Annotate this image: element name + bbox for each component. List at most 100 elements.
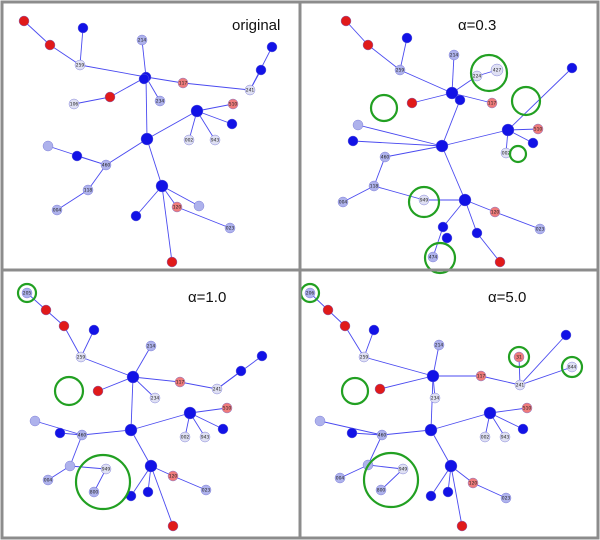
graph-node <box>475 370 487 382</box>
graph-edge <box>97 376 134 392</box>
graph-node <box>442 486 454 498</box>
graph-node <box>174 376 186 388</box>
graph-edge <box>373 185 425 201</box>
highlight-ring <box>510 85 542 117</box>
graph-edge <box>81 429 132 436</box>
graph-node <box>340 15 352 27</box>
graph-node <box>209 134 221 146</box>
graph-edge <box>399 37 408 71</box>
graph-edge <box>451 54 455 94</box>
node-label: 510 <box>223 406 232 412</box>
graph-node <box>171 201 183 213</box>
graph-node <box>126 370 140 384</box>
graph-node <box>77 22 89 34</box>
graph-node <box>374 383 386 395</box>
graph-node <box>435 139 449 153</box>
graph-edge <box>161 185 173 263</box>
graph-edge <box>519 334 567 386</box>
node-label: 118 <box>84 188 93 194</box>
graph-edge <box>146 138 163 187</box>
graph-node <box>224 222 236 234</box>
graph-node <box>42 140 54 152</box>
graph-node <box>211 383 223 395</box>
graph-node <box>177 77 189 89</box>
node-label: 023 <box>502 496 511 502</box>
highlight-ring <box>340 376 370 406</box>
graph-edge <box>182 82 251 91</box>
graph-node <box>167 470 179 482</box>
graph-node <box>500 492 512 504</box>
graph-node <box>441 232 453 244</box>
node-label: 002 <box>502 151 511 157</box>
graph-node <box>193 200 205 212</box>
graph-node <box>397 463 409 475</box>
graph-edge <box>441 99 461 147</box>
node-label: 949 <box>420 198 429 204</box>
graph-edge <box>363 356 434 377</box>
graph-edge <box>441 145 466 201</box>
graph-node <box>199 431 211 443</box>
graph-edge <box>69 465 107 470</box>
graph-node <box>166 256 178 268</box>
graph-edge <box>494 211 541 230</box>
graph-edge <box>367 434 383 466</box>
node-label: 800 <box>90 490 99 496</box>
graph-edge <box>344 325 365 358</box>
node-label: 259 <box>396 68 405 74</box>
graph-edge <box>432 226 444 258</box>
highlight-ring <box>469 53 509 93</box>
node-label: 205 <box>23 291 32 297</box>
node-label: 214 <box>138 38 147 44</box>
graph-node <box>433 339 445 351</box>
graph-node <box>145 340 157 352</box>
node-label: 510 <box>523 406 532 412</box>
graph-node <box>458 193 472 207</box>
node-label: 118 <box>370 184 379 190</box>
graph-node <box>18 15 30 27</box>
graph-node <box>437 221 449 233</box>
node-label: 214 <box>147 344 156 350</box>
graph-edge <box>451 92 493 104</box>
graph-node <box>394 64 406 76</box>
node-label: 214 <box>435 343 444 349</box>
graph-node <box>221 402 233 414</box>
graph-node <box>244 84 256 96</box>
graph-edge <box>196 110 233 125</box>
graph-node <box>179 431 191 443</box>
graph-node <box>71 150 83 162</box>
graph-node <box>513 351 525 363</box>
node-label: 460 <box>78 433 87 439</box>
node-label: 023 <box>202 488 211 494</box>
graph-edge <box>132 376 181 383</box>
graph-edge <box>179 381 218 390</box>
graph-node <box>104 91 116 103</box>
graph-edge <box>146 110 198 140</box>
node-label: 004 <box>44 478 53 484</box>
node-label: 206 <box>306 291 315 297</box>
graph-node <box>42 474 54 486</box>
graph-node <box>200 484 212 496</box>
graph-node <box>155 179 169 193</box>
panel-title-1: original <box>232 17 280 34</box>
graph-node <box>352 119 364 131</box>
node-label: 800 <box>377 488 386 494</box>
node-label: 120 <box>469 481 478 487</box>
graph-edge <box>63 325 82 358</box>
node-label: 949 <box>102 467 111 473</box>
graph-edge <box>176 206 231 229</box>
graph-node <box>426 369 440 383</box>
node-label: 002 <box>185 138 194 144</box>
graph-node <box>501 123 515 137</box>
graph-node <box>183 406 197 420</box>
graph-edge <box>342 185 375 203</box>
graph-node <box>68 98 80 110</box>
graph-node <box>418 194 430 206</box>
graph-node <box>88 324 100 336</box>
graph-node <box>362 39 374 51</box>
node-label: 31 <box>516 355 522 361</box>
node-label: 214 <box>450 53 459 59</box>
